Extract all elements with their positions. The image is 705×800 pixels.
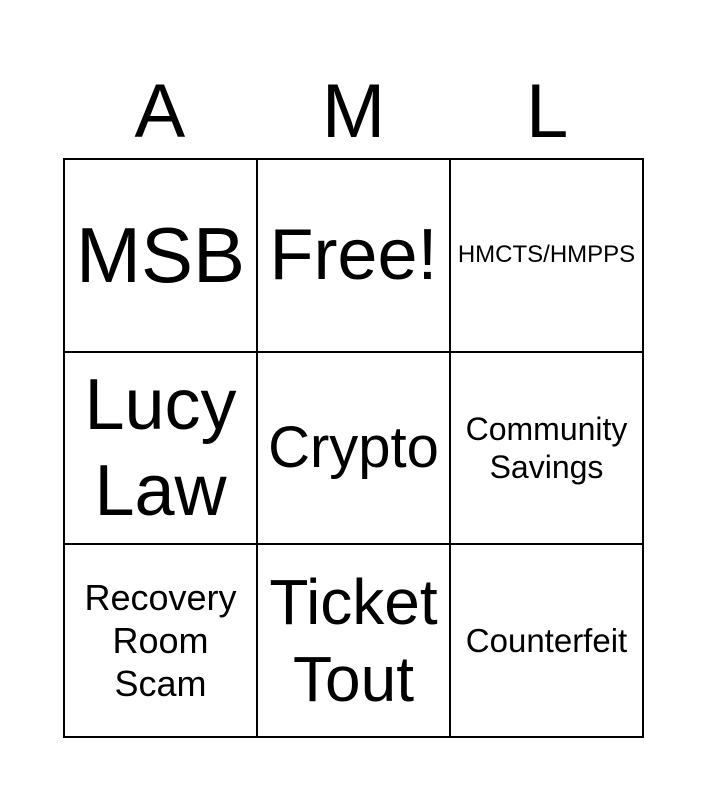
bingo-cell-r2c2[interactable]: Crypto xyxy=(257,351,450,545)
bingo-cell-r1c1[interactable]: MSB xyxy=(64,159,257,352)
cell-label: Ticket Tout xyxy=(269,565,438,715)
bingo-cell-r3c2[interactable]: Ticket Tout xyxy=(257,544,450,737)
header-letter-l: L xyxy=(526,69,569,154)
card-header: A M L xyxy=(63,0,644,158)
cell-label: Free! xyxy=(269,215,438,296)
cell-label: Lucy Law xyxy=(84,364,237,531)
bingo-cell-r1c3[interactable]: HMCTS/HMPPS xyxy=(450,159,643,352)
cell-label: HMCTS/HMPPS xyxy=(457,240,636,268)
cell-label: Counterfeit xyxy=(465,621,628,659)
cell-label: Recovery Room Scam xyxy=(84,576,237,705)
bingo-cell-r3c3[interactable]: Counterfeit xyxy=(450,544,643,737)
cell-label: Community Savings xyxy=(465,410,628,485)
bingo-cell-r2c1[interactable]: Lucy Law xyxy=(64,351,257,545)
bingo-cell-r1c2-free[interactable]: Free! xyxy=(257,159,450,352)
header-letter-m: M xyxy=(321,69,386,154)
cell-label: MSB xyxy=(75,210,246,299)
cell-label: Crypto xyxy=(268,415,439,481)
header-letter-a: A xyxy=(134,69,186,154)
bingo-grid: MSB Free! HMCTS/HMPPS Lucy Law Crypto Co… xyxy=(63,158,644,738)
bingo-cell-r2c3[interactable]: Community Savings xyxy=(450,351,643,545)
bingo-cell-r3c1[interactable]: Recovery Room Scam xyxy=(64,544,257,737)
